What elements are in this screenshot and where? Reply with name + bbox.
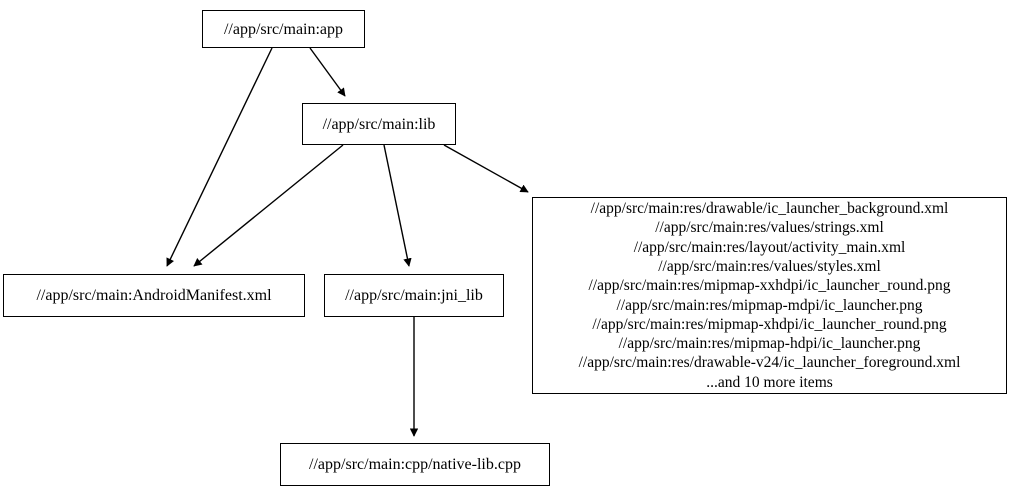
node-lib[interactable]: //app/src/main:lib xyxy=(302,103,456,145)
node-native-lib-cpp[interactable]: //app/src/main:cpp/native-lib.cpp xyxy=(280,443,550,486)
node-jni-lib[interactable]: //app/src/main:jni_lib xyxy=(324,274,504,317)
node-native-lib-cpp-label: //app/src/main:cpp/native-lib.cpp xyxy=(309,456,521,473)
edge-app-to-lib xyxy=(309,47,346,97)
edge-lib-to-manifest xyxy=(193,144,344,267)
node-resources-group[interactable]: //app/src/main:res/drawable/ic_launcher_… xyxy=(532,197,1007,394)
node-app-label: //app/src/main:app xyxy=(223,20,344,38)
node-lib-label: //app/src/main:lib xyxy=(322,115,436,133)
node-android-manifest[interactable]: //app/src/main:AndroidManifest.xml xyxy=(3,274,305,317)
node-jni-lib-label: //app/src/main:jni_lib xyxy=(345,287,483,304)
edge-lib-to-resources xyxy=(443,144,529,193)
edge-app-to-manifest xyxy=(166,47,273,267)
edge-lib-to-jni-lib xyxy=(383,144,412,267)
node-app[interactable]: //app/src/main:app xyxy=(202,10,365,48)
node-resources-group-label: //app/src/main:res/drawable/ic_launcher_… xyxy=(578,200,961,391)
node-android-manifest-label: //app/src/main:AndroidManifest.xml xyxy=(36,287,272,304)
